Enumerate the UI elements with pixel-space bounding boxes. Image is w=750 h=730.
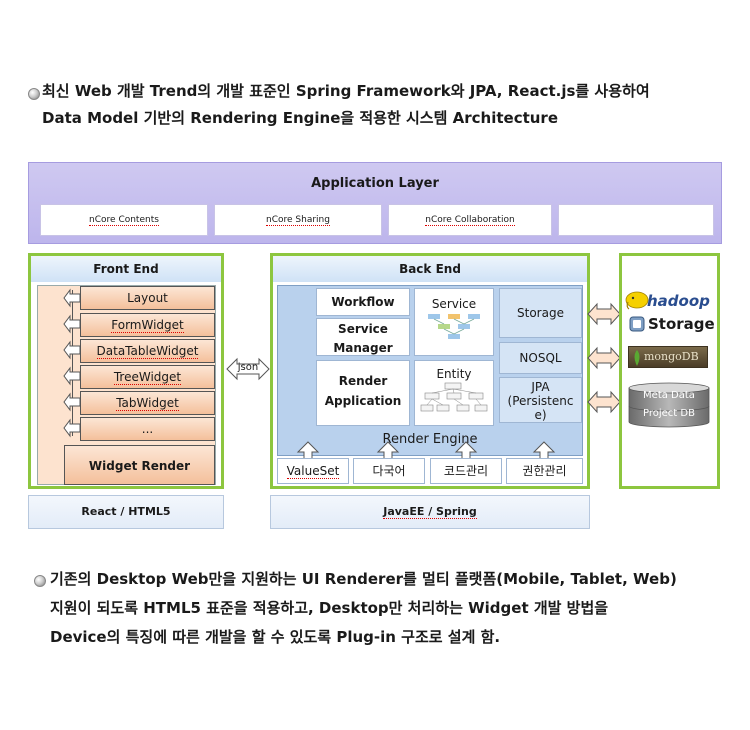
hadoop-logo: hadoop: [647, 292, 710, 310]
intro-bullet-icon: [28, 88, 40, 100]
outro-line-3: Device의 특징에 따른 개발을 할 수 있도록 Plug-in 구조로 설…: [50, 628, 501, 646]
service-diagram-icon: [428, 314, 480, 339]
mongodb-leaf-icon: [634, 350, 640, 366]
service-manager-box: Service Manager: [316, 318, 410, 356]
front-end-footer: React / HTML5: [28, 495, 224, 529]
widget-datatablewidget: DataTableWidget: [80, 339, 215, 363]
back-end-title: Back End: [273, 256, 587, 282]
widget-layout: Layout: [80, 286, 215, 310]
mongodb-logo: mongoDB: [628, 346, 708, 368]
outro-line-2: 지원이 되도록 HTML5 표준을 적용하고, Desktop만 처리하는 Wi…: [50, 599, 609, 617]
application-layer-title: Application Layer: [311, 176, 439, 191]
widget-formwidget: FormWidget: [80, 313, 215, 337]
storage-connector-arrows-icon: [587, 302, 621, 414]
render-engine-label: Render Engine: [382, 432, 478, 447]
render-application-box: Render Application: [316, 360, 410, 426]
nosql-box: NOSQL: [499, 342, 582, 374]
widget-tabwidget: TabWidget: [80, 391, 215, 415]
storage-db-icon: [629, 316, 645, 332]
module-multilang: 다국어: [353, 458, 425, 484]
outro-bullet-icon: [34, 575, 46, 587]
front-end-title: Front End: [31, 256, 221, 282]
storage-box: Storage: [499, 288, 582, 338]
storage-panel: [619, 253, 720, 489]
widget-arrows: [63, 288, 81, 438]
json-double-arrow-icon: [226, 357, 270, 381]
app-box-empty: [558, 204, 714, 236]
widget-treewidget: TreeWidget: [80, 365, 215, 389]
entity-label: Entity: [436, 367, 472, 381]
widget-bracket: [72, 290, 80, 436]
module-code-management: 코드관리: [430, 458, 502, 484]
up-arrows-icon: [296, 441, 556, 460]
intro-paragraph: 최신 Web 개발 Trend의 개발 표준인 Spring Framework…: [42, 78, 742, 132]
intro-line-2: Data Model 기반의 Rendering Engine을 적용한 시스템…: [42, 109, 559, 127]
service-box: Service: [414, 288, 494, 356]
app-box-ncore-sharing: nCore Sharing: [214, 204, 382, 236]
storage-label: Storage: [648, 315, 715, 333]
workflow-box: Workflow: [316, 288, 410, 316]
json-label: json: [237, 362, 259, 373]
meta-data-label: Meta Data: [643, 390, 695, 401]
back-end-footer: JavaEE / Spring: [270, 495, 590, 529]
widget-more: ...: [80, 417, 215, 441]
entity-box: Entity: [414, 360, 494, 426]
outro-paragraph: 기존의 Desktop Web만을 지원하는 UI Renderer를 멀티 플…: [50, 565, 740, 652]
hadoop-elephant-icon: [625, 291, 649, 310]
app-box-ncore-contents: nCore Contents: [40, 204, 208, 236]
module-valueset: ValueSet: [277, 458, 349, 484]
database-cylinder-icon: [628, 382, 710, 428]
service-label: Service: [431, 297, 477, 311]
project-db-label: Project DB: [643, 408, 695, 419]
entity-diagram-icon: [420, 382, 488, 412]
intro-line-1: 최신 Web 개발 Trend의 개발 표준인 Spring Framework…: [42, 82, 650, 100]
widget-render: Widget Render: [64, 445, 215, 485]
outro-line-1: 기존의 Desktop Web만을 지원하는 UI Renderer를 멀티 플…: [50, 570, 677, 588]
module-permission-management: 권한관리: [506, 458, 583, 484]
jpa-box: JPA (Persistenc e): [499, 377, 582, 423]
app-box-ncore-collaboration: nCore Collaboration: [388, 204, 552, 236]
